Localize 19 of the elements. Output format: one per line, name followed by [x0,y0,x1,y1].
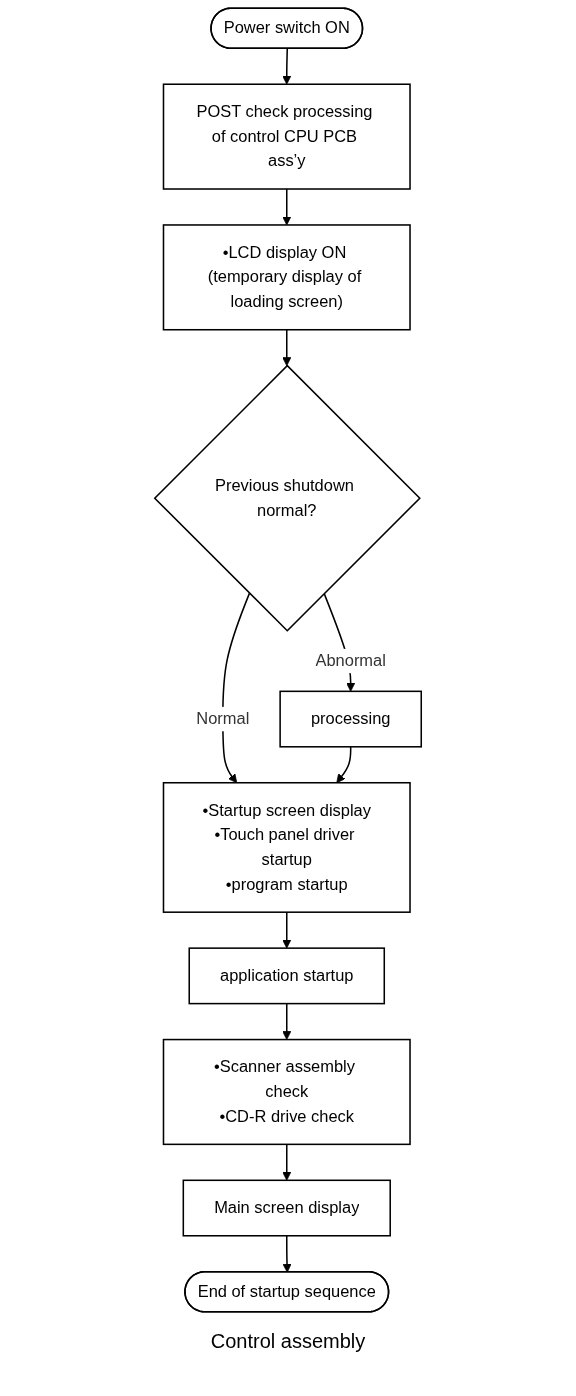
node-box: POST check processing of control CPU PCB ass’y [162,83,411,190]
node-box: Main screen display [182,1179,391,1237]
arrow [282,188,292,226]
arrow [282,911,292,949]
node-box: •Scanner assembly check •CD-R drive check [162,1038,411,1146]
arrow [282,328,292,367]
node-box: processing [279,690,422,748]
node-diamond: Previous shutdown normal? [153,364,421,632]
caption: Control assembly [210,1330,366,1353]
arrow [282,1143,292,1181]
arrow [282,1002,292,1040]
node-box: •LCD display ON (temporary display of loading screen) [162,224,411,331]
arrow [282,48,292,85]
arrow [282,1235,292,1273]
arrow [336,746,352,784]
edge-label: Abnormal [315,651,386,670]
edge-label: Normal [196,709,250,728]
node-box: •Startup screen display •Touch panel driver startup •program startup [162,782,411,913]
node-box: application startup [188,947,386,1005]
